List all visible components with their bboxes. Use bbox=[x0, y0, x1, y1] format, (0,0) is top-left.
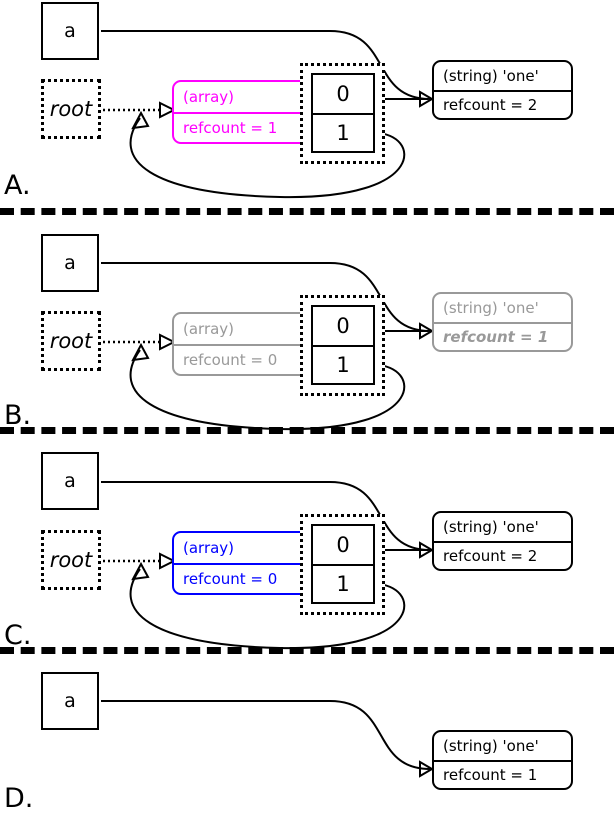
array-cell-0: 0 bbox=[336, 533, 350, 557]
panel-a: a root (array) refcount = 1 0 1 (string)… bbox=[0, 0, 614, 210]
divider-a-b bbox=[0, 208, 614, 215]
array-type-label: (array) bbox=[183, 320, 235, 338]
string-refcount-label: refcount = 1 bbox=[434, 760, 571, 788]
divider-b-c bbox=[0, 427, 614, 434]
string-refcount-label: refcount = 2 bbox=[434, 541, 571, 569]
string-node: (string) 'one' refcount = 1 bbox=[432, 730, 573, 790]
arrowhead-a-to-string bbox=[419, 541, 434, 559]
variable-box-a: a bbox=[41, 452, 99, 510]
array-cells: 0 1 bbox=[311, 305, 375, 385]
array-node: (array) refcount = 1 bbox=[172, 80, 313, 144]
root-label: root bbox=[49, 548, 93, 572]
arrowhead-loop bbox=[131, 561, 150, 581]
arrowhead-loop bbox=[131, 342, 150, 362]
string-node: (string) 'one' refcount = 2 bbox=[432, 60, 573, 120]
root-box: root bbox=[41, 79, 101, 139]
string-node: (string) 'one' refcount = 1 bbox=[432, 292, 573, 352]
array-cell-1: 1 bbox=[313, 113, 373, 151]
panel-label-b: B. bbox=[4, 400, 32, 431]
array-cells: 0 1 bbox=[311, 524, 375, 604]
panel-d: a (string) 'one' refcount = 1 D. bbox=[0, 650, 614, 814]
array-node: (array) refcount = 0 bbox=[172, 312, 313, 376]
panel-c: a root (array) refcount = 0 0 1 (string)… bbox=[0, 430, 614, 650]
arrowhead-loop bbox=[131, 110, 150, 130]
variable-box-a: a bbox=[41, 2, 99, 60]
string-type-label: (string) 'one' bbox=[443, 299, 539, 317]
array-type-label: (array) bbox=[183, 539, 235, 557]
variable-label: a bbox=[64, 252, 76, 274]
root-label: root bbox=[49, 97, 93, 121]
array-refcount-label: refcount = 0 bbox=[174, 344, 311, 374]
edge-a-to-string bbox=[101, 700, 431, 770]
arrowhead-a-to-string bbox=[419, 322, 434, 340]
variable-label: a bbox=[64, 20, 76, 42]
arrowhead-a-to-string bbox=[419, 760, 434, 778]
divider-c-d bbox=[0, 647, 614, 654]
string-refcount-label: refcount = 1 bbox=[434, 322, 571, 350]
array-node: (array) refcount = 0 bbox=[172, 531, 313, 595]
string-node: (string) 'one' refcount = 2 bbox=[432, 511, 573, 571]
string-type-label: (string) 'one' bbox=[443, 737, 539, 755]
arrowhead-a-to-string bbox=[419, 90, 434, 108]
panel-label-c: C. bbox=[4, 620, 32, 651]
panel-label-a: A. bbox=[4, 170, 31, 201]
string-type-label: (string) 'one' bbox=[443, 518, 539, 536]
string-refcount-label: refcount = 2 bbox=[434, 90, 571, 118]
array-refcount-label: refcount = 1 bbox=[174, 112, 311, 142]
array-cell-1: 1 bbox=[313, 345, 373, 383]
panel-b: a root (array) refcount = 0 0 1 (string)… bbox=[0, 211, 614, 431]
variable-box-a: a bbox=[41, 234, 99, 292]
variable-label: a bbox=[64, 690, 76, 712]
array-cell-0: 0 bbox=[336, 314, 350, 338]
array-cells: 0 1 bbox=[311, 73, 375, 153]
array-type-label: (array) bbox=[183, 88, 235, 106]
root-box: root bbox=[41, 530, 101, 590]
root-box: root bbox=[41, 311, 101, 371]
array-refcount-label: refcount = 0 bbox=[174, 563, 311, 593]
array-cell-0: 0 bbox=[336, 82, 350, 106]
root-label: root bbox=[49, 329, 93, 353]
variable-box-a: a bbox=[41, 672, 99, 730]
array-cell-1: 1 bbox=[313, 564, 373, 602]
string-type-label: (string) 'one' bbox=[443, 67, 539, 85]
variable-label: a bbox=[64, 470, 76, 492]
panel-label-d: D. bbox=[4, 783, 34, 814]
